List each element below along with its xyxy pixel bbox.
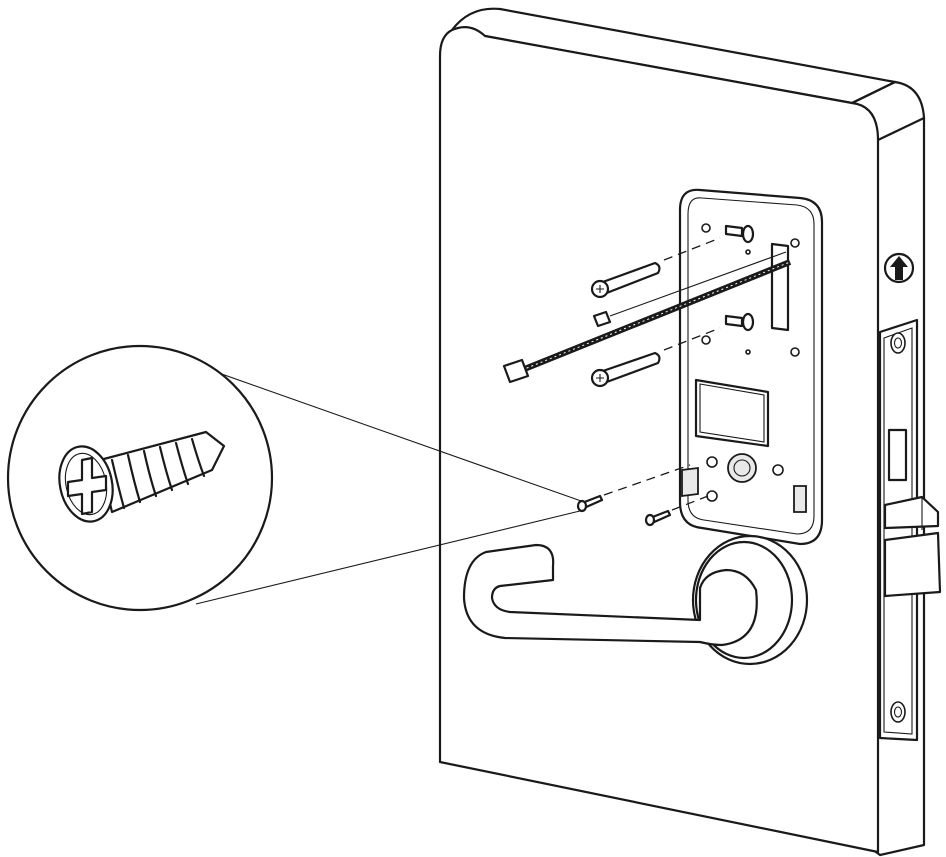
lever-handle <box>462 543 758 647</box>
self-tapping-screw <box>644 509 672 527</box>
connecting-cable <box>520 251 792 373</box>
up-arrow-icon <box>883 252 915 284</box>
phillips-flat-head-screw-icon <box>58 430 226 523</box>
mounting-bolt <box>590 261 661 299</box>
cable-connector <box>502 310 612 384</box>
inside-mounting-plate <box>678 188 824 546</box>
screw-detail-callout <box>6 344 585 612</box>
mounting-bolt <box>590 351 661 388</box>
mortise-lock-faceplate <box>878 252 942 742</box>
